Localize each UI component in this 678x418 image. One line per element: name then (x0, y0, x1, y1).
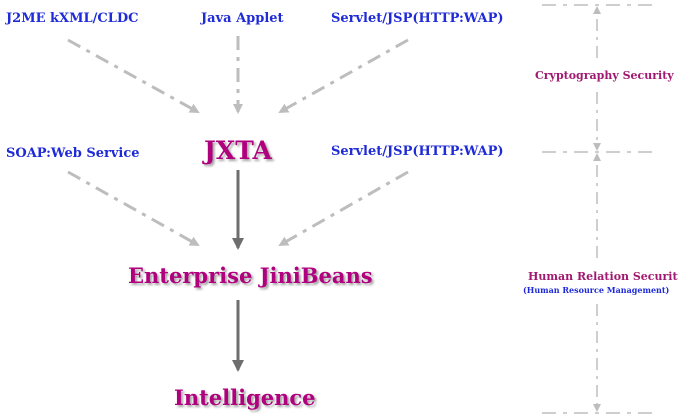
arrow-servlet-mid-to-beans (278, 170, 409, 247)
core-jxta-label: JXTA (204, 136, 272, 165)
core-beans-label: Enterprise JiniBeans (128, 263, 373, 288)
source-java-applet-label: Java Applet (201, 11, 284, 26)
security-human-sub-label: (Human Resource Management) (523, 285, 670, 295)
source-servlet-mid-label: Servlet/JSP(HTTP:WAP) (331, 144, 504, 159)
security-crypto-label: Cryptography Security (535, 69, 674, 82)
core-intelligence-label: Intelligence (174, 385, 316, 410)
arrow-servlet-top-to-jxta (278, 38, 409, 114)
security-human-label: Human Relation Security (528, 270, 678, 283)
arrow-soap-to-beans (67, 170, 200, 247)
source-servlet-top-label: Servlet/JSP(HTTP:WAP) (331, 11, 504, 26)
source-soap-label: SOAP:Web Service (6, 146, 140, 161)
arrow-j2me-to-jxta (67, 38, 200, 114)
source-j2me-label: J2ME kXML/CLDC (6, 11, 139, 26)
